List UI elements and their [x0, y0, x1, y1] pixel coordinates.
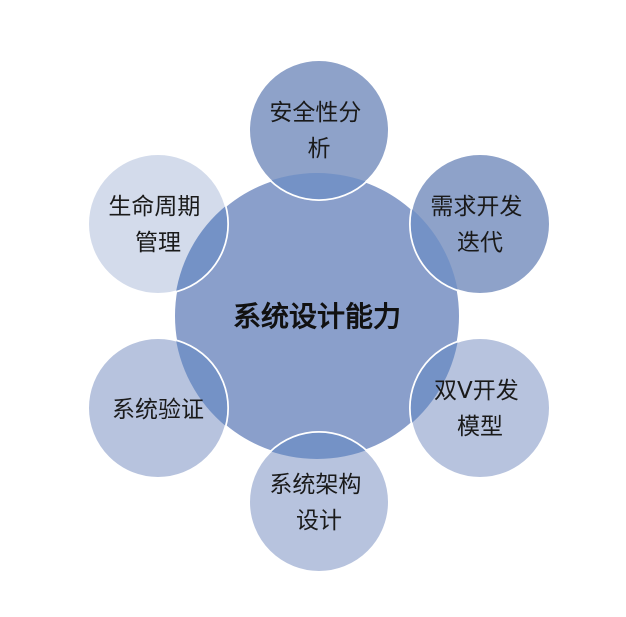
satellite-label-v-model: 双V开发 模型	[434, 378, 526, 440]
satellite-label-verification: 系统验证	[112, 397, 204, 423]
center-label: 系统设计能力	[233, 300, 401, 333]
satellite-label-safety: 安全性分 析	[269, 100, 368, 162]
overlap-lens-safety	[248, 173, 390, 201]
satellite-label-requirements: 需求开发 迭代	[430, 194, 529, 256]
satellite-label-architecture: 系统架构 设计	[269, 472, 368, 534]
satellite-label-lifecycle: 生命周期 管理	[108, 194, 207, 256]
overlap-lens-architecture	[248, 431, 390, 459]
